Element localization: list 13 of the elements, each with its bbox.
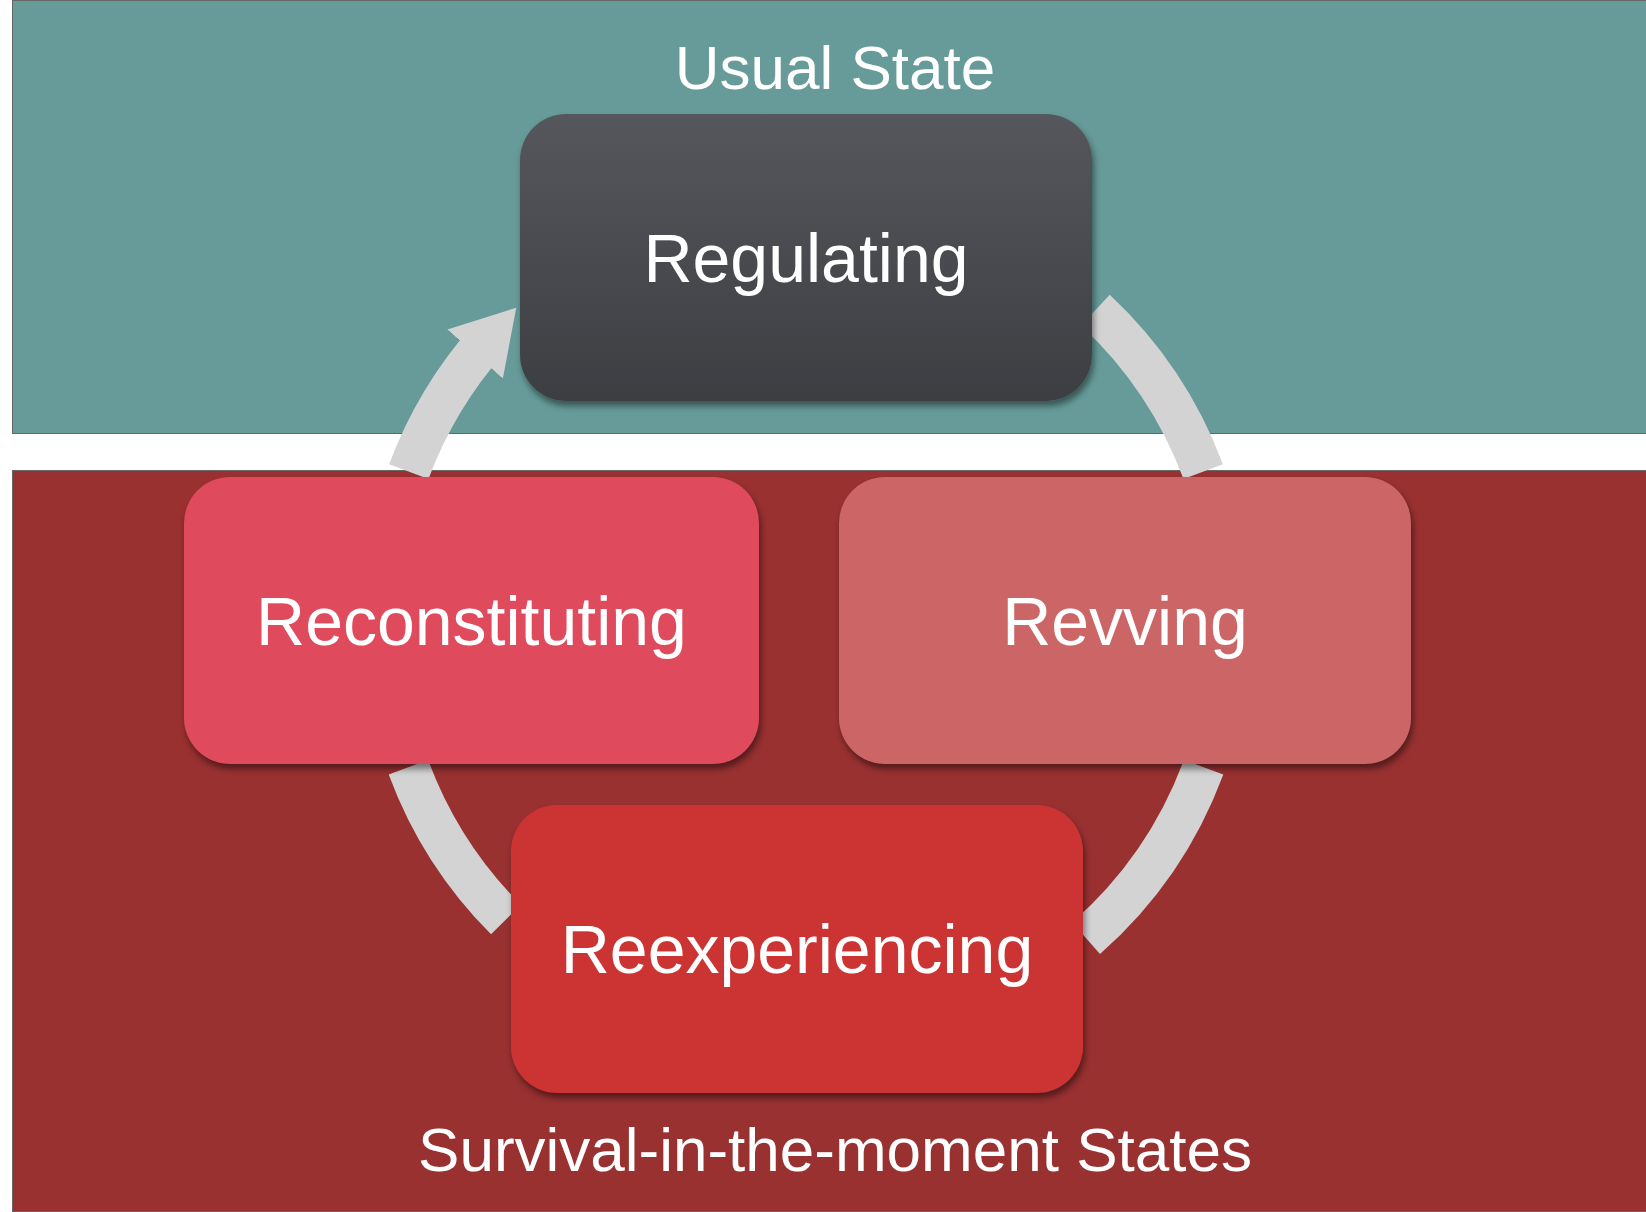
- state-box: [511, 805, 1083, 1093]
- cycle-arrow: [389, 306, 515, 480]
- state-label: Regulating: [643, 218, 969, 297]
- band-heading: Usual State: [674, 37, 996, 99]
- state-band: [12, 0, 1646, 434]
- state-box: [520, 114, 1092, 401]
- state-box: [184, 477, 759, 764]
- state-band: [12, 470, 1646, 1212]
- band-heading: Survival-in-the-moment States: [418, 1119, 1252, 1181]
- state-label: Reexperiencing: [560, 910, 1034, 988]
- state-label: Reconstituting: [256, 581, 687, 660]
- state-box: [839, 477, 1411, 764]
- state-label: Revving: [1002, 581, 1248, 660]
